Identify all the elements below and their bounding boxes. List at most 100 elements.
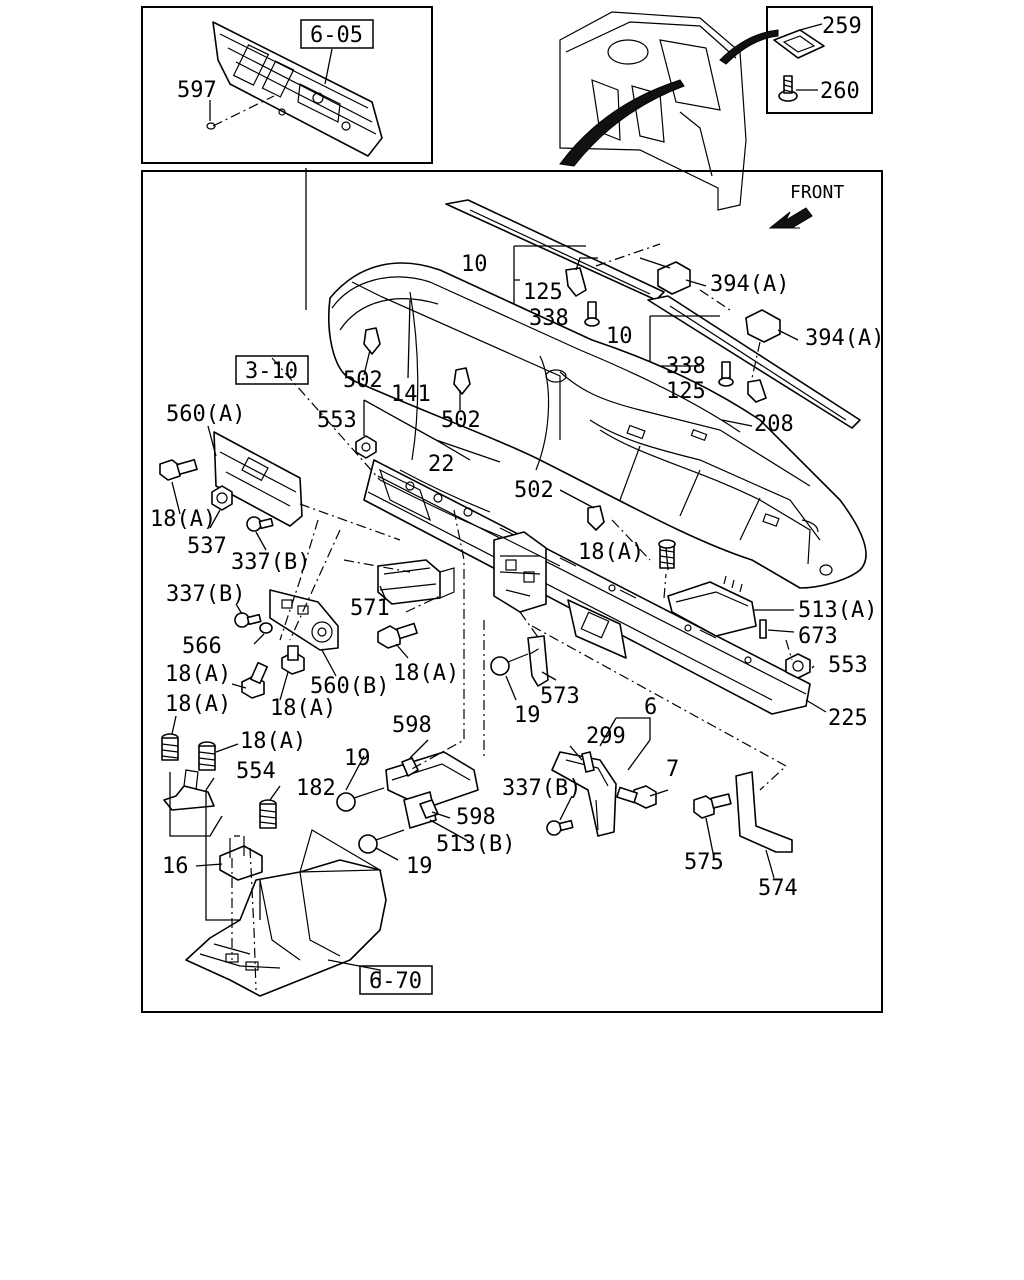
dash-dot-lines	[231, 357, 793, 991]
callout-537: 537	[187, 534, 227, 559]
callout-labels: 597 259 260 10 394(A) 125 338 10 394(A) …	[150, 14, 884, 901]
screw-19-lower	[358, 829, 405, 854]
callout-598-upper: 598	[392, 713, 432, 738]
grommet-597	[206, 122, 216, 130]
callout-502-mid: 502	[441, 408, 481, 433]
callout-225: 225	[828, 706, 868, 731]
bolt-18a-vertical-left	[161, 733, 179, 761]
ref-box-6-70: 6-70	[359, 965, 433, 995]
svg-text:6-70: 6-70	[369, 969, 422, 994]
inset-frame-left	[141, 6, 433, 164]
callout-10-lower: 10	[606, 324, 633, 349]
screw-260	[778, 75, 798, 102]
leader-lines	[169, 168, 827, 980]
ref-box-3-10: 3-10	[235, 355, 309, 385]
callout-22: 22	[428, 452, 455, 477]
callout-673: 673	[798, 624, 838, 649]
bolt-18a-vertical-right	[198, 741, 216, 771]
cross-beam	[363, 459, 811, 715]
callout-16: 16	[162, 854, 189, 879]
clip-598-upper	[401, 757, 419, 777]
locator-arrow-dash	[559, 79, 685, 167]
callout-6: 6	[644, 695, 657, 720]
callout-554: 554	[236, 759, 276, 784]
callout-7: 7	[666, 757, 679, 782]
svg-text:3-10: 3-10	[245, 359, 298, 384]
clip-502-mid	[453, 367, 471, 395]
callout-208: 208	[754, 412, 794, 437]
callout-125-upper: 125	[523, 280, 563, 305]
callout-338-lower: 338	[666, 354, 706, 379]
clip-125-upper	[565, 267, 587, 297]
defroster-garnish-upper	[445, 199, 665, 301]
callout-337b-3: 337(B)	[502, 776, 581, 801]
callout-573: 573	[540, 684, 580, 709]
callout-574: 574	[758, 876, 798, 901]
callout-259: 259	[822, 14, 862, 39]
locator-arrow-roof	[719, 29, 779, 65]
bolt-18a-lower-left	[241, 661, 269, 699]
callout-598-lower: 598	[456, 805, 496, 830]
floor-tunnel-cover	[185, 829, 387, 997]
callout-125-lower: 125	[666, 379, 706, 404]
callout-18a-1: 18(A)	[150, 507, 216, 532]
clip-125-lower	[747, 379, 767, 403]
callout-260: 260	[820, 79, 860, 104]
bracket-560a	[213, 431, 303, 527]
inset-frame-right	[766, 6, 873, 114]
lower-center-stay	[567, 599, 627, 659]
callout-394a-upper: 394(A)	[710, 272, 789, 297]
front-arrow-icon	[768, 207, 813, 229]
bulkhead-panel	[212, 21, 383, 157]
callout-513a: 513(A)	[798, 598, 877, 623]
screw-337b-upper	[246, 516, 274, 532]
callout-18a-3: 18(A)	[393, 661, 459, 686]
callout-141: 141	[391, 382, 431, 407]
callout-575: 575	[684, 850, 724, 875]
nut-537	[211, 485, 233, 511]
callout-337b-1: 337(B)	[231, 550, 310, 575]
callout-394a-lower: 394(A)	[805, 326, 884, 351]
callout-597: 597	[177, 78, 217, 103]
bolt-182	[259, 799, 277, 829]
clip-394a-lower	[745, 309, 781, 343]
instrument-panel	[328, 262, 867, 589]
callout-571: 571	[350, 596, 390, 621]
nut-553-lower	[785, 653, 811, 679]
callout-18a-5: 18(A)	[270, 696, 336, 721]
bracket-574	[735, 771, 793, 853]
svg-text:6-05: 6-05	[310, 23, 363, 48]
clip-394a-upper	[657, 261, 691, 295]
center-support-bracket	[493, 531, 547, 613]
bolt-18a-left	[159, 458, 198, 481]
screw-19-mid	[336, 787, 385, 812]
bracket-573	[527, 635, 549, 687]
callout-553-upper: 553	[317, 408, 357, 433]
screw-19-upper	[490, 653, 529, 676]
screw-338-lower	[718, 361, 734, 387]
bracket-assembly-6	[551, 751, 617, 837]
callout-513b: 513(B)	[436, 832, 515, 857]
callout-18a-6: 18(A)	[165, 692, 231, 717]
bracket-513a	[667, 575, 757, 637]
bolt-18a-lower-mid	[281, 645, 305, 675]
callout-337b-2: 337(B)	[166, 582, 245, 607]
callout-19-a: 19	[514, 703, 541, 728]
bolt-575	[693, 793, 732, 819]
callout-182: 182	[296, 776, 336, 801]
screw-337b-mid	[234, 612, 262, 628]
cab-outline	[559, 11, 747, 211]
screw-337b-lower	[546, 819, 574, 836]
callout-10-upper: 10	[461, 252, 488, 277]
callout-19-b: 19	[344, 746, 371, 771]
callout-560b: 560(B)	[310, 674, 389, 699]
callout-18a-4: 18(A)	[165, 662, 231, 687]
main-frame	[141, 170, 883, 1013]
callout-553-lower: 553	[828, 653, 868, 678]
bolt-7	[616, 785, 657, 809]
clip-502-right	[587, 505, 605, 531]
front-label: FRONT	[790, 182, 844, 203]
callout-502-left: 502	[343, 368, 383, 393]
defroster-garnish-lower	[647, 295, 861, 429]
